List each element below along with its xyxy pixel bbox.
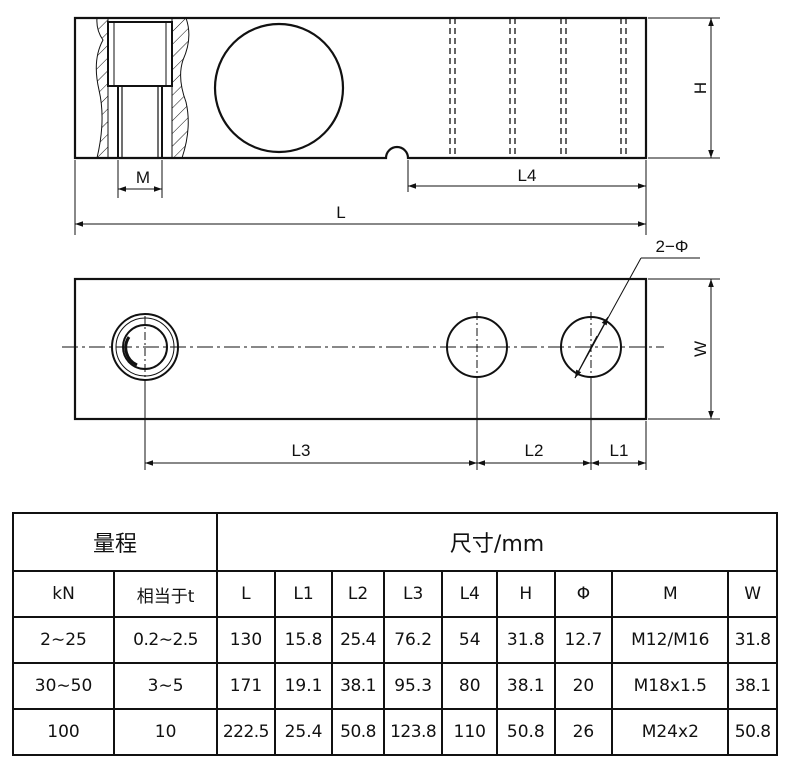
load-cell-drawing: M L4 L H 2−Φ <box>62 16 720 470</box>
side-bore-upper <box>107 21 173 87</box>
table-cell: 80 <box>441 662 499 710</box>
dim-w-label: W <box>691 341 710 357</box>
table-cell: 50.8 <box>331 708 385 756</box>
top-view: 2−Φ L3 L2 L1 W <box>62 237 720 470</box>
table-cell: 110 <box>441 708 499 756</box>
table-cell: 20 <box>553 662 614 710</box>
dim-h-label: H <box>691 82 710 94</box>
spec-table: 量程 尺寸/mm kN 相当于t L L1 L2 L3 L4 H Φ M W 2… <box>11 512 778 756</box>
range-header: 量程 <box>11 512 219 572</box>
column-header: M <box>611 570 730 618</box>
column-header: L3 <box>382 570 444 618</box>
table-title-row: 量程 尺寸/mm <box>11 512 778 572</box>
column-header: L1 <box>273 570 334 618</box>
side-hatch-right <box>171 17 190 159</box>
table-cell: 3∼5 <box>113 662 219 710</box>
side-gauge-hole <box>213 22 345 154</box>
table-cell: M24x2 <box>611 708 730 756</box>
table-cell: 31.8 <box>496 616 556 664</box>
dim-l3-label: L3 <box>292 441 311 460</box>
table-cell: 2∼25 <box>11 616 116 664</box>
table-header-row: kN 相当于t L L1 L2 L3 L4 H Φ M W <box>11 570 778 618</box>
table-cell: 12.7 <box>553 616 614 664</box>
column-header: L <box>216 570 276 618</box>
dim-l2-label: L2 <box>525 441 544 460</box>
size-header: 尺寸/mm <box>216 512 778 572</box>
table-cell: 19.1 <box>273 662 334 710</box>
table-row: 30∼50 3∼5 171 19.1 38.1 95.3 80 38.1 20 … <box>11 662 778 710</box>
table-cell: 100 <box>11 708 116 756</box>
table-cell: 25.4 <box>331 616 385 664</box>
table-cell: M12/M16 <box>611 616 730 664</box>
column-header: W <box>727 570 778 618</box>
table-cell: 130 <box>216 616 276 664</box>
table-row: 2∼25 0.2∼2.5 130 15.8 25.4 76.2 54 31.8 … <box>11 616 778 664</box>
table-cell: 15.8 <box>273 616 334 664</box>
dim-l1-label: L1 <box>610 441 629 460</box>
dim-l-label: L <box>336 203 345 222</box>
side-body-outline <box>73 16 648 160</box>
table-cell: 50.8 <box>727 708 778 756</box>
table-cell: 26 <box>553 708 614 756</box>
dim-m-label: M <box>136 168 150 187</box>
table-cell: 171 <box>216 662 276 710</box>
column-header: Φ <box>553 570 614 618</box>
table-cell: 54 <box>441 616 499 664</box>
table-cell: 222.5 <box>216 708 276 756</box>
table-cell: 30∼50 <box>11 662 116 710</box>
table-cell: 76.2 <box>382 616 444 664</box>
column-header: 相当于t <box>113 570 219 618</box>
table-cell: 10 <box>113 708 219 756</box>
table-cell: 38.1 <box>331 662 385 710</box>
table-cell: 38.1 <box>496 662 556 710</box>
column-header: L2 <box>331 570 385 618</box>
dim-l4-label: L4 <box>518 166 537 185</box>
table-cell: 38.1 <box>727 662 778 710</box>
table-cell: M18x1.5 <box>611 662 730 710</box>
side-hatch-left <box>95 17 109 159</box>
table-cell: 25.4 <box>273 708 334 756</box>
dim-phi-label: 2−Φ <box>656 237 689 256</box>
table-cell: 123.8 <box>382 708 444 756</box>
top-thread-arc <box>124 336 138 367</box>
table-row: 100 10 222.5 25.4 50.8 123.8 110 50.8 26… <box>11 708 778 756</box>
column-header: L4 <box>441 570 499 618</box>
top-body-outline <box>73 277 648 421</box>
side-view: M L4 L H <box>73 16 720 235</box>
table-cell: 95.3 <box>382 662 444 710</box>
column-header: kN <box>11 570 116 618</box>
side-hidden-holes <box>449 18 627 158</box>
table-cell: 31.8 <box>727 616 778 664</box>
column-header: H <box>496 570 556 618</box>
table-cell: 50.8 <box>496 708 556 756</box>
side-bore-lower <box>117 85 163 159</box>
table-cell: 0.2∼2.5 <box>113 616 219 664</box>
